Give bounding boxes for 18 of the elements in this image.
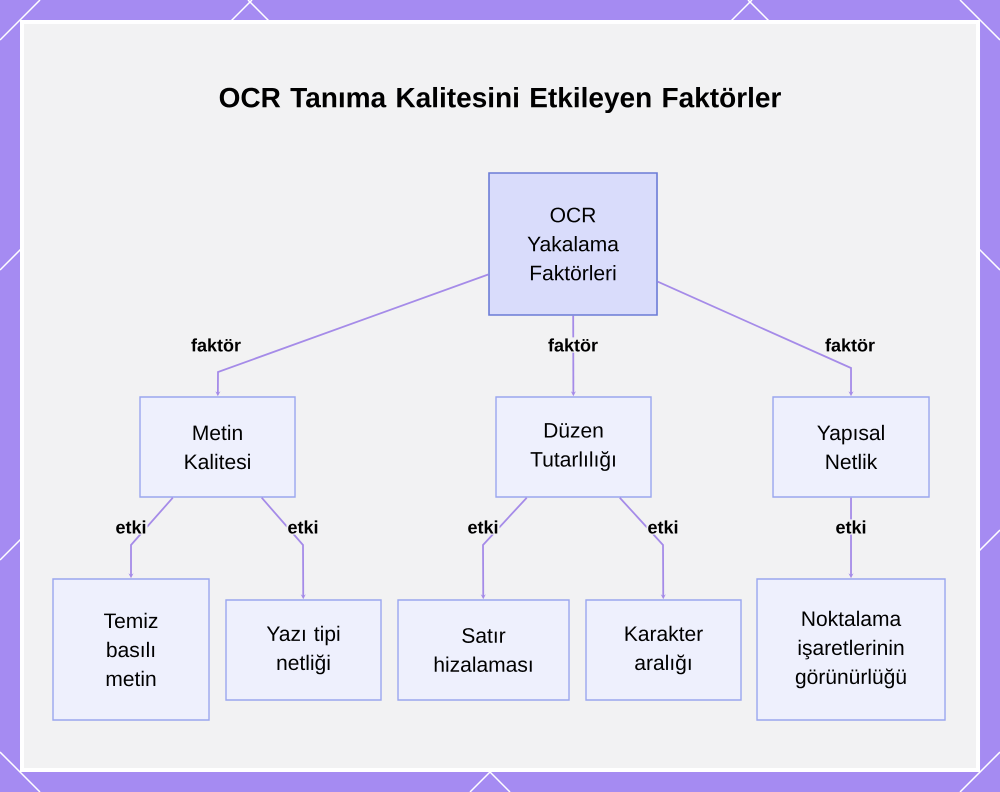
edge-label: etki	[834, 519, 868, 535]
process-box: Noktalama işaretlerinin görünürlüğü	[756, 578, 946, 721]
process-box: Yazı tipi netliği	[225, 599, 382, 701]
process-box: Temiz basılı metin	[52, 578, 210, 721]
process-box: Metin Kalitesi	[139, 396, 296, 498]
process-box: Karakter aralığı	[585, 599, 742, 701]
edge-label: etki	[286, 519, 320, 535]
edge-label: faktör	[824, 337, 876, 353]
edge-label: etki	[646, 519, 680, 535]
edge-label: etki	[466, 519, 500, 535]
process-box: Düzen Tutarlılığı	[495, 396, 652, 498]
process-box: Satır hizalaması	[397, 599, 570, 701]
edge-label: faktör	[190, 337, 242, 353]
root-box: OCR Yakalama Faktörleri	[488, 172, 658, 316]
title: OCR Tanıma Kalitesini Etkileyen Faktörler	[220, 86, 781, 114]
process-box: Yapısal Netlik	[772, 396, 930, 498]
edge-label: etki	[114, 519, 148, 535]
edge-label: faktör	[547, 337, 600, 353]
